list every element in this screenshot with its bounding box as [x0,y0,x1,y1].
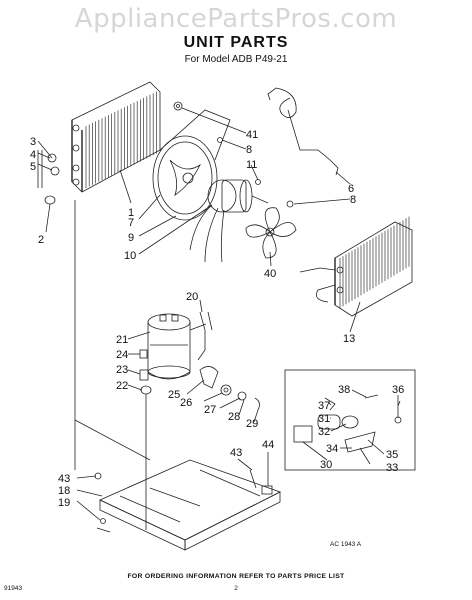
callout-35: 35 [386,449,398,461]
fan-motor [189,179,269,263]
callout-40: 40 [264,268,276,280]
callout-11: 11 [246,159,257,171]
callout-44: 44 [262,439,274,451]
hardware-small [173,101,294,208]
capillary-tube [267,87,339,176]
callout-43-left: 43 [58,473,70,485]
callout-33: 33 [386,462,398,474]
callout-10: 10 [124,250,136,262]
callout-9: 9 [128,232,134,244]
callout-43-right: 43 [230,447,242,459]
callout-41: 41 [246,129,258,141]
page-number: 2 [234,585,238,592]
ordering-instruction: FOR ORDERING INFORMATION REFER TO PARTS … [127,573,345,580]
callout-31: 31 [318,413,330,425]
callout-36: 36 [392,384,404,396]
callout-7: 7 [128,217,134,229]
fan-blade [245,207,297,259]
document-number: 91943 [4,585,22,592]
terminal-hardware [199,366,260,411]
callout-4: 4 [30,149,36,161]
callout-5: 5 [30,161,36,173]
condenser-coil [299,216,413,317]
diagram-code: AC 1943 A [330,541,362,548]
fitting-parts-left [37,150,60,205]
compressor [147,313,207,380]
callout-23: 23 [116,364,128,376]
base-pan [99,459,282,551]
callout-26: 26 [180,397,192,409]
overload-wire [197,311,213,361]
callout-18: 18 [58,485,70,497]
callout-labels: 1 2 3 4 5 6 7 8 8 9 10 11 13 18 19 20 21… [30,129,404,509]
callout-22: 22 [116,380,128,392]
callout-28: 28 [228,411,240,423]
base-screws [94,472,111,533]
callout-3: 3 [30,136,36,148]
compressor-mounts [139,349,152,530]
evaporator-coil [71,81,161,193]
callout-34: 34 [326,443,338,455]
callout-30: 30 [320,459,332,471]
callout-21: 21 [116,334,128,346]
callout-32: 32 [318,426,330,438]
callout-20: 20 [186,291,198,303]
callout-6: 6 [348,183,354,195]
model-subtitle: For Model ADB P49-21 [184,54,288,65]
callout-24: 24 [116,349,128,361]
callout-37: 37 [318,400,330,412]
callout-8-right: 8 [350,194,356,206]
site-watermark: AppliancePartsPros.com [74,4,398,34]
diagram-title: UNIT PARTS [183,34,289,51]
callout-13: 13 [343,333,355,345]
callout-29: 29 [246,418,258,430]
leader-lines [37,107,401,521]
callout-19: 19 [58,497,70,509]
fan-shroud [152,109,231,221]
callout-25: 25 [168,389,180,401]
callout-27: 27 [204,404,216,416]
callout-38: 38 [338,384,350,396]
callout-1: 1 [128,207,134,219]
callout-2: 2 [38,234,44,246]
callout-8-upper: 8 [246,144,252,156]
